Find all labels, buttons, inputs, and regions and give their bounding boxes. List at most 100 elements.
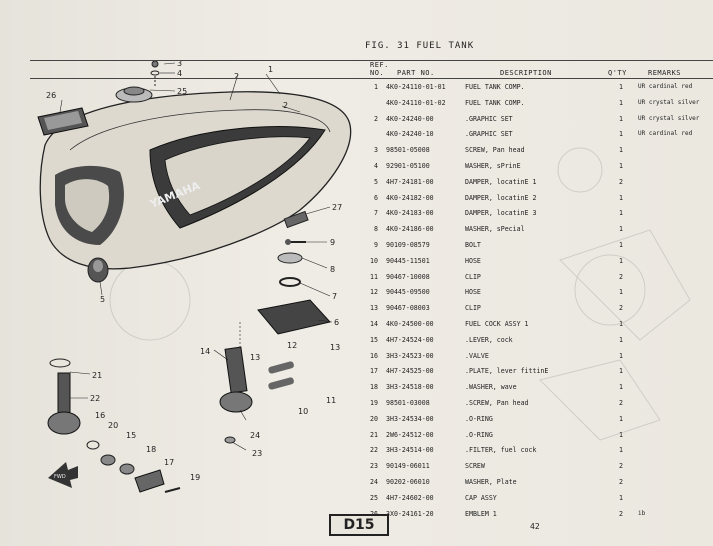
- quantity: 2: [619, 177, 623, 186]
- remarks: UR cardinal red: [638, 130, 693, 138]
- part-number: 3H3-24514-00: [386, 446, 434, 455]
- remarks: ib: [638, 509, 646, 517]
- ref-no: 1: [374, 83, 378, 91]
- ref-no: 14: [370, 320, 378, 328]
- svg-text:FWD: FWD: [54, 474, 66, 480]
- part-number: 90445-11501: [386, 256, 430, 265]
- ref-no: 3: [374, 146, 378, 155]
- svg-text:18: 18: [146, 445, 156, 454]
- part-number: 3H3-24523-00: [386, 351, 434, 360]
- ref-no: 8: [374, 225, 378, 234]
- part-number: 4K0-24500-00: [386, 320, 434, 328]
- ref-no: 15: [370, 335, 378, 344]
- quantity: 1: [619, 446, 623, 455]
- svg-text:15: 15: [126, 431, 136, 440]
- svg-text:21: 21: [92, 371, 102, 380]
- parts-row: 4K0-24240-10 .GRAPHIC SET 1 UR cardinal red: [360, 128, 713, 140]
- svg-text:10: 10: [298, 407, 308, 416]
- description: FUEL TANK COMP.: [465, 83, 525, 91]
- svg-text:13: 13: [250, 353, 260, 362]
- quantity: 2: [619, 304, 623, 313]
- ref-no: 5: [374, 177, 378, 186]
- page-number: 42: [530, 522, 540, 531]
- ref-no: 26: [360, 508, 378, 520]
- ref-no: 24: [370, 478, 378, 486]
- svg-text:2: 2: [283, 101, 288, 110]
- svg-text:22: 22: [90, 394, 100, 403]
- header-part-no: PART NO.: [397, 69, 435, 77]
- svg-text:19: 19: [190, 473, 200, 482]
- part-number: 4K0-24240-00: [386, 114, 434, 123]
- part-number: 4K0-24240-10: [386, 130, 434, 139]
- mounting-parts: [257, 210, 331, 335]
- callout-numbers: 1 2 2 3 4 25 26 27 9 8 7 6 5 14 13 12 13…: [46, 59, 342, 482]
- description: HOSE: [465, 288, 481, 297]
- description: .O-RING: [465, 430, 493, 439]
- part-number: 2W6-24512-00: [386, 430, 434, 439]
- svg-text:20: 20: [108, 421, 118, 430]
- forward-arrow-icon: FWD: [48, 462, 78, 488]
- description: BOLT: [465, 241, 481, 249]
- svg-text:26: 26: [46, 91, 56, 100]
- svg-text:17: 17: [164, 458, 174, 467]
- remarks: UR crystal silver: [638, 98, 700, 106]
- quantity: 2: [619, 509, 623, 518]
- description: WASHER, Plate: [465, 478, 517, 486]
- description: .WASHER, wave: [465, 383, 517, 392]
- part-number: 4K0-24182-00: [386, 193, 434, 202]
- ref-no: 10: [370, 256, 378, 265]
- part-number: 98501-03008: [386, 399, 430, 407]
- description: CLIP: [465, 272, 481, 281]
- ref-no: 13: [370, 304, 378, 313]
- svg-text:6: 6: [334, 318, 339, 327]
- description: .GRAPHIC SET: [465, 130, 513, 139]
- description: SCREW, Pan head: [465, 146, 525, 155]
- quantity: 1: [619, 130, 623, 139]
- quantity: 1: [619, 225, 623, 234]
- damper-part: [87, 257, 109, 283]
- svg-text:13: 13: [330, 343, 340, 352]
- svg-text:24: 24: [250, 431, 260, 440]
- part-number: 4H7-24524-00: [386, 335, 434, 344]
- description: .FILTER, fuel cock: [465, 446, 537, 455]
- quantity: 1: [619, 193, 623, 202]
- quantity: 1: [619, 83, 623, 91]
- quantity: 2: [619, 399, 623, 407]
- part-number: 4K0-24186-00: [386, 225, 434, 234]
- part-number: 4H7-24525-00: [386, 367, 434, 376]
- header-rule-top: [30, 60, 713, 61]
- part-number: 90445-09500: [386, 288, 430, 297]
- svg-text:12: 12: [287, 341, 297, 350]
- quantity: 1: [619, 209, 623, 218]
- remarks: UR cardinal red: [638, 83, 693, 90]
- description: .GRAPHIC SET: [465, 114, 513, 123]
- svg-text:7: 7: [332, 292, 337, 301]
- part-number: 3H3-24518-00: [386, 383, 434, 392]
- header-no: NO.: [370, 69, 385, 77]
- ref-no: 19: [370, 399, 378, 407]
- header-qty: Q'TY: [608, 69, 627, 77]
- ref-no: 20: [370, 414, 378, 423]
- quantity: 1: [619, 414, 623, 423]
- svg-text:9: 9: [330, 238, 335, 247]
- fuel-tank: YAMAHA: [39, 91, 352, 270]
- svg-text:2: 2: [234, 72, 239, 81]
- svg-text:16: 16: [95, 411, 105, 420]
- description: .O-RING: [465, 414, 493, 423]
- svg-text:5: 5: [100, 295, 105, 304]
- header-rule-bottom: [30, 78, 713, 79]
- ref-no: 22: [370, 446, 378, 455]
